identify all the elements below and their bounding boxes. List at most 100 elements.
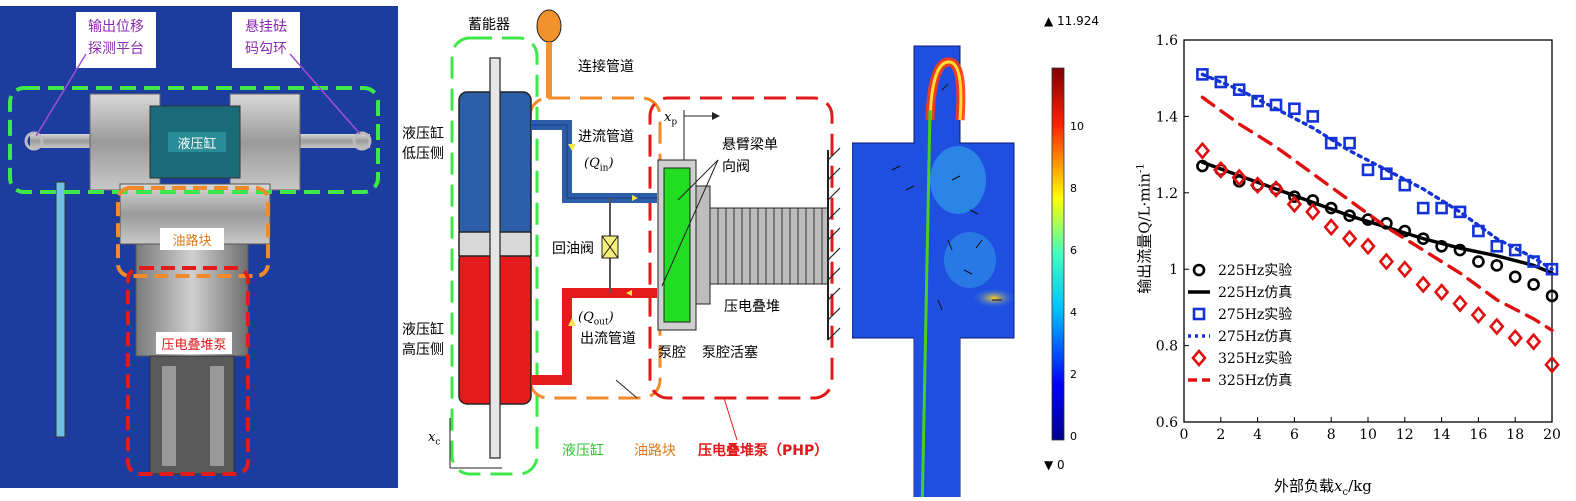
legend-label: 325Hz实验: [1218, 351, 1292, 367]
x-tick-label: 20: [1543, 427, 1561, 443]
label-accumulator: 蓄能器: [468, 17, 510, 33]
label-return-valve: 回油阀: [552, 241, 594, 257]
marker-diamond: [1378, 252, 1395, 271]
x-tick-label: 16: [1469, 427, 1487, 443]
marker-diamond: [1341, 229, 1358, 248]
x-tick-label: 10: [1359, 427, 1377, 443]
legend-label: 225Hz实验: [1218, 263, 1292, 279]
x-tick-label: 6: [1290, 427, 1299, 443]
label-pump-chamber: 泵腔: [658, 345, 686, 361]
marker-diamond: [1397, 260, 1413, 279]
legend-label: 225Hz仿真: [1218, 285, 1292, 301]
marker-circle: [1192, 263, 1206, 277]
colorbar-tick-label: 10: [1070, 120, 1084, 133]
marker-diamond: [1415, 275, 1431, 294]
marker-diamond: [1507, 328, 1523, 347]
flow-simulation: ▲ 11.924 ▼ 0 10 8 6 4 2 0: [851, 0, 1120, 501]
y-tick-label: 0.6: [1156, 415, 1178, 431]
legend-label: 325Hz仿真: [1218, 373, 1292, 389]
label-q-out: (Qout): [578, 310, 614, 328]
legend-label: 275Hz仿真: [1218, 329, 1292, 345]
marker-circle: [1545, 289, 1559, 303]
marker-square: [1545, 262, 1559, 276]
label-xc: xc: [428, 430, 441, 448]
marker-diamond: [1323, 218, 1339, 237]
label-xp: xp: [664, 110, 678, 128]
x-tick-label: 4: [1253, 427, 1262, 443]
x-tick-label: 14: [1433, 427, 1451, 443]
marker-circle: [1527, 278, 1540, 291]
marker-square: [1361, 163, 1375, 177]
marker-circle: [1490, 259, 1504, 272]
marker-square: [1398, 178, 1412, 192]
marker-square: [1416, 201, 1430, 215]
colorbar-tick-label: 4: [1070, 306, 1077, 319]
x-tick-label: 2: [1216, 427, 1225, 443]
legend-oil-block: 油路块: [634, 443, 676, 459]
marker-diamond: [1194, 141, 1211, 160]
series-line: [1200, 95, 1554, 333]
marker-diamond: [1433, 283, 1450, 302]
x-tick-label: 18: [1506, 427, 1524, 443]
colorbar-max: ▲ 11.924: [1044, 14, 1100, 28]
label-outlet-pipe: 出流管道: [580, 331, 636, 347]
series-line: [1200, 72, 1554, 271]
label-cyl-high-side: 液压缸高压侧: [402, 322, 444, 358]
marker-diamond: [1544, 355, 1560, 374]
marker-diamond: [1470, 306, 1487, 325]
colorbar-tick-label: 0: [1070, 430, 1077, 443]
label-pump: 压电叠堆泵: [161, 338, 227, 353]
label-output-platform: 输出位移 探测平台: [88, 19, 144, 57]
marker-square: [1192, 307, 1206, 321]
legend-cylinder: 液压缸: [562, 443, 604, 459]
x-axis-label: 外部负载xc/kg: [1274, 477, 1372, 498]
label-q-in: (Qin): [584, 156, 614, 174]
marker-square: [1288, 102, 1301, 116]
marker-diamond: [1191, 349, 1207, 367]
marker-square: [1490, 239, 1504, 253]
label-connect-pipe: 连接管道: [578, 59, 634, 75]
colorbar-tick-label: 8: [1070, 182, 1077, 195]
x-tick-label: 0: [1180, 427, 1189, 443]
marker-diamond: [1213, 160, 1229, 179]
marker-diamond: [1231, 168, 1247, 187]
y-axis-label: 输出流量Q/L·min-1: [1135, 163, 1154, 294]
y-tick-label: 1.2: [1156, 186, 1178, 202]
y-tick-label: 1.6: [1156, 33, 1178, 49]
marker-diamond: [1525, 332, 1542, 351]
label-hydraulic-cylinder: 液压缸: [177, 137, 217, 152]
colorbar-tick-label: 6: [1070, 244, 1077, 257]
label-cyl-low-side: 液压缸低压侧: [402, 126, 444, 162]
schematic-drawing: [449, 9, 841, 476]
legend-label: 275Hz实验: [1218, 307, 1292, 323]
marker-square: [1232, 83, 1246, 96]
label-pump-piston: 泵腔活塞: [702, 345, 758, 361]
prototype-photo: 输出位移 探测平台 悬挂砝 码勾环 液压缸 油路块 压电叠堆泵: [0, 6, 398, 488]
marker-square: [1306, 110, 1320, 123]
colorbar-min: ▼ 0: [1044, 458, 1065, 472]
marker-square: [1343, 136, 1356, 150]
marker-square: [1453, 205, 1467, 219]
label-inlet-pipe: 进流管道: [578, 129, 634, 145]
legend-php: 压电叠堆泵（PHP）: [698, 443, 829, 459]
schematic-diagram: 蓄能器 连接管道 液压缸低压侧 液压缸高压侧 进流管道 (Qin) 回油阀 (Q…: [402, 0, 852, 497]
simulation-drawing: [851, 45, 1065, 501]
marker-diamond: [1305, 202, 1321, 221]
label-piezo-stack: 压电叠堆: [724, 299, 780, 315]
label-oil-block: 油路块: [172, 234, 212, 249]
label-cantilever-valve: 悬臂梁单向阀: [722, 137, 778, 175]
series-line: [1200, 160, 1554, 275]
marker-square: [1435, 201, 1448, 215]
y-tick-label: 0.8: [1156, 339, 1178, 355]
marker-circle: [1472, 255, 1485, 268]
prototype-photo-drawing: [0, 6, 398, 488]
marker-diamond: [1286, 195, 1303, 214]
marker-diamond: [1249, 176, 1266, 195]
colorbar-tick-label: 2: [1070, 368, 1077, 381]
marker-circle: [1508, 270, 1522, 284]
marker-diamond: [1489, 317, 1505, 336]
y-tick-label: 1.4: [1156, 109, 1178, 125]
marker-square: [1214, 75, 1228, 89]
